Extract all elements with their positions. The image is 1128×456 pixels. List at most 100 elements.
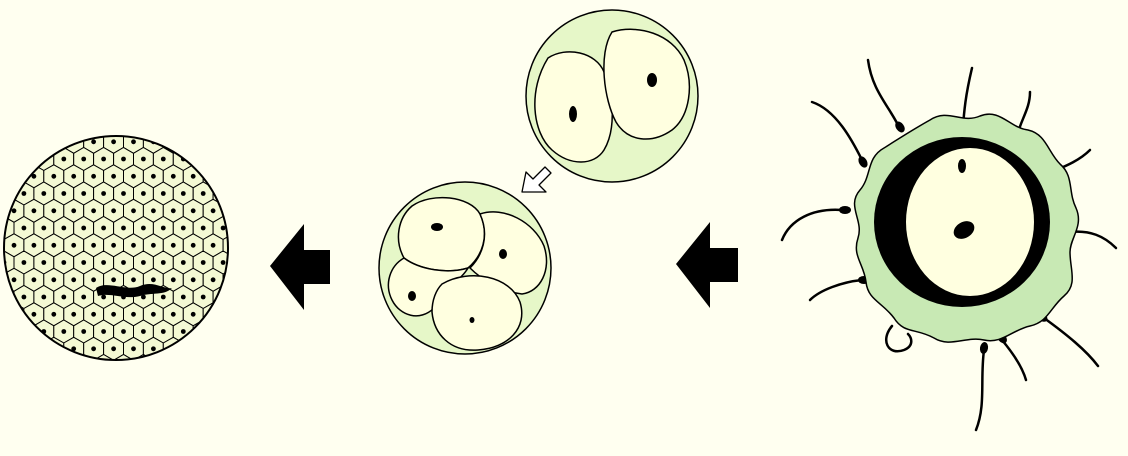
morula-cell-nucleus xyxy=(141,157,146,162)
morula-cell-nucleus xyxy=(171,208,176,213)
morula-cell-nucleus xyxy=(151,346,156,351)
morula-cell-nucleus xyxy=(151,174,156,179)
morula-cell-nucleus xyxy=(131,346,136,351)
morula-cell xyxy=(74,113,94,136)
morula-cell-nucleus xyxy=(201,329,206,334)
morula-cell-nucleus xyxy=(161,295,166,300)
morula-cell-nucleus xyxy=(171,312,176,317)
morula-cell-nucleus xyxy=(71,277,76,282)
morula-cell-nucleus xyxy=(81,295,86,300)
morula-cell-nucleus xyxy=(241,157,246,162)
morula-cell-nucleus xyxy=(12,277,17,282)
morula-cell xyxy=(0,337,4,360)
morula-cell-nucleus xyxy=(51,312,56,317)
morula-cell xyxy=(0,303,4,326)
morula-cell-nucleus xyxy=(241,364,246,369)
morula-cell-nucleus xyxy=(32,277,37,282)
morula-cell-nucleus xyxy=(201,191,206,196)
morula-cell xyxy=(233,217,253,240)
morula-cell-nucleus xyxy=(181,191,186,196)
blastomere-nucleus xyxy=(569,106,577,122)
morula-cell-nucleus xyxy=(231,277,236,282)
morula-cell xyxy=(0,355,14,378)
morula-cell-nucleus xyxy=(151,243,156,248)
morula-cell-nucleus xyxy=(131,243,136,248)
morula-cell-nucleus xyxy=(161,364,166,369)
morula-cell xyxy=(183,130,203,153)
morula-cell xyxy=(54,355,74,378)
morula-cell-nucleus xyxy=(161,191,166,196)
morula-cell-nucleus xyxy=(51,174,56,179)
morula-cell-nucleus xyxy=(61,226,66,231)
morula-cell-nucleus xyxy=(22,260,27,265)
morula-cell xyxy=(203,130,223,153)
morula-cell-nucleus xyxy=(111,208,116,213)
morula-cell-nucleus xyxy=(51,208,56,213)
morula-cell xyxy=(193,113,213,136)
morula-cell-nucleus xyxy=(221,157,226,162)
morula-cell-nucleus xyxy=(41,122,46,127)
morula-cell xyxy=(0,165,4,188)
morula-cell-nucleus xyxy=(111,346,116,351)
morula-cell-nucleus xyxy=(41,260,46,265)
morula-cell-nucleus xyxy=(191,243,196,248)
morula-cell-nucleus xyxy=(141,226,146,231)
morula-cell-nucleus xyxy=(22,191,27,196)
morula-cell-nucleus xyxy=(41,295,46,300)
blastomere-bottom xyxy=(432,276,522,350)
morula-cell-nucleus xyxy=(191,277,196,282)
morula-cell-nucleus xyxy=(181,226,186,231)
arrow-four-cell-to-morula xyxy=(270,224,330,310)
morula-cell-nucleus xyxy=(61,122,66,127)
morula-cell-nucleus xyxy=(22,157,27,162)
morula-cell-nucleus xyxy=(81,364,86,369)
morula-cell-nucleus xyxy=(71,243,76,248)
morula-cell-nucleus xyxy=(81,329,86,334)
morula-cell-nucleus xyxy=(151,312,156,317)
morula-cell-nucleus xyxy=(61,260,66,265)
morula-cell-nucleus xyxy=(32,139,37,144)
morula-cell-nucleus xyxy=(81,226,86,231)
blastomere-nucleus xyxy=(431,223,443,231)
morula-cell-nucleus xyxy=(32,346,37,351)
four-cell-stage xyxy=(379,182,551,354)
morula-cell-nucleus xyxy=(81,122,86,127)
morula-cell xyxy=(0,113,14,136)
morula-cell-nucleus xyxy=(191,208,196,213)
morula-cell-nucleus xyxy=(71,312,76,317)
morula-cell-nucleus xyxy=(2,329,7,334)
morula-cell-nucleus xyxy=(231,174,236,179)
morula-cell-nucleus xyxy=(2,157,7,162)
morula-cell-nucleus xyxy=(32,243,37,248)
morula-cell-nucleus xyxy=(191,346,196,351)
morula-cell-nucleus xyxy=(191,174,196,179)
morula-cell-nucleus xyxy=(121,122,126,127)
morula-cell-nucleus xyxy=(221,364,226,369)
morula-cell-nucleus xyxy=(161,260,166,265)
morula-cell-nucleus xyxy=(61,364,66,369)
morula-cell-nucleus xyxy=(101,364,106,369)
morula-cell-nucleus xyxy=(61,295,66,300)
morula-cell-nucleus xyxy=(91,243,96,248)
morula-cell-nucleus xyxy=(2,364,7,369)
morula-cell-nucleus xyxy=(2,295,7,300)
morula-cell-nucleus xyxy=(211,312,216,317)
morula-cell xyxy=(34,355,54,378)
morula-cell-nucleus xyxy=(71,208,76,213)
morula-cell xyxy=(223,199,243,222)
morula-cell-nucleus xyxy=(211,243,216,248)
morula-cell-nucleus xyxy=(91,139,96,144)
morula-cell-nucleus xyxy=(91,312,96,317)
morula-cell-nucleus xyxy=(241,122,246,127)
morula-cell-nucleus xyxy=(191,312,196,317)
morula-cell-nucleus xyxy=(171,139,176,144)
morula-cell xyxy=(213,320,233,343)
morula-cell-nucleus xyxy=(2,122,7,127)
morula-cell-nucleus xyxy=(111,139,116,144)
morula-cell-nucleus xyxy=(32,208,37,213)
morula-cell-nucleus xyxy=(241,329,246,334)
morula-cell-nucleus xyxy=(211,208,216,213)
morula-cell-nucleus xyxy=(201,260,206,265)
morula-cell xyxy=(14,148,34,171)
morula-cell xyxy=(233,320,253,343)
